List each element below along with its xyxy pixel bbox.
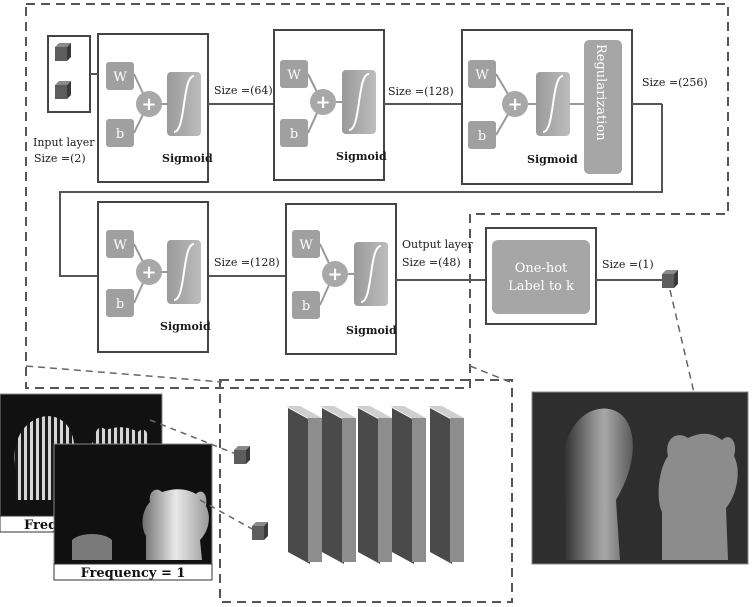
plus-symbol: + xyxy=(315,92,330,113)
onehot-box xyxy=(492,240,590,314)
sum-node-2 xyxy=(310,89,336,115)
loop-connector xyxy=(59,104,663,277)
plus-symbol: + xyxy=(141,262,156,283)
plus-symbol: + xyxy=(327,264,342,285)
input-layer-size: Size =(2) xyxy=(34,152,86,165)
frequency-1-label: Frequency = 1 xyxy=(81,566,186,581)
bias-box-4 xyxy=(106,289,134,317)
kitty-silhouette-gray xyxy=(142,489,209,560)
sigmoid-curve-icon xyxy=(173,75,195,133)
output-cube xyxy=(662,270,678,288)
weight-label: W xyxy=(113,70,127,85)
size-label-48: Size =(48) xyxy=(402,256,461,269)
zoom-line-left xyxy=(25,365,223,383)
sigmoid-label: Sigmoid xyxy=(162,152,213,165)
bias-box-3 xyxy=(468,121,496,149)
input-cube-1 xyxy=(55,43,71,61)
weight-box-5 xyxy=(292,230,320,258)
size-label-1: Size =(1) xyxy=(602,258,654,271)
weight-label: W xyxy=(113,238,127,253)
network-dashed-outline xyxy=(25,3,729,389)
sigmoid-curve-icon xyxy=(348,73,370,131)
onehot-line2: Label to k xyxy=(508,279,574,294)
size-label-256: Size =(256) xyxy=(642,76,708,89)
output-link-line xyxy=(669,289,707,445)
image-link-line-1 xyxy=(149,419,237,455)
sigmoid-label: Sigmoid xyxy=(336,150,387,163)
bias-box-5 xyxy=(292,291,320,319)
sigmoid-label: Sigmoid xyxy=(160,320,211,333)
sigmoid-curve-icon xyxy=(360,245,382,303)
plus-symbol: + xyxy=(141,94,156,115)
sum-node-5 xyxy=(322,261,348,287)
regularization-box xyxy=(584,40,622,174)
plus-symbol: + xyxy=(507,94,522,115)
bias-box-1 xyxy=(106,119,134,147)
frequency-1-caption-box xyxy=(53,563,213,581)
sigmoid-curve-icon xyxy=(173,243,195,301)
size-label-64: Size =(64) xyxy=(214,84,273,97)
regularization-label: Regularization xyxy=(593,44,608,141)
pixel-cube-1 xyxy=(234,446,250,464)
input-cube-2 xyxy=(55,81,71,99)
sum-node-3 xyxy=(502,91,528,117)
statue-base-gray xyxy=(72,534,112,560)
size-label-128: Size =(128) xyxy=(388,85,454,98)
bias-label: b xyxy=(302,299,310,314)
bias-label: b xyxy=(116,127,124,142)
kitty-depth-silhouette xyxy=(658,433,738,560)
weight-label: W xyxy=(475,68,489,83)
weight-box-2 xyxy=(280,60,308,88)
weight-box-4 xyxy=(106,230,134,258)
weight-label: W xyxy=(287,68,301,83)
feature-slab-stack xyxy=(286,406,464,564)
sigmoid-label: Sigmoid xyxy=(346,324,397,337)
sum-node-4 xyxy=(136,259,162,285)
sigmoid-curve-icon xyxy=(542,75,564,133)
weight-label: W xyxy=(299,238,313,253)
input-layer-title: Input layer xyxy=(33,136,95,149)
weight-box-1 xyxy=(106,62,134,90)
weight-box-3 xyxy=(468,60,496,88)
bias-label: b xyxy=(116,297,124,312)
feature-dashed-box xyxy=(219,379,513,603)
output-layer-label: Output layer xyxy=(402,238,473,251)
bias-box-2 xyxy=(280,119,308,147)
sigmoid-label: Sigmoid xyxy=(527,153,578,166)
bias-label: b xyxy=(478,129,486,144)
pixel-cube-2 xyxy=(252,522,268,540)
bias-label: b xyxy=(290,127,298,142)
size-label-128b: Size =(128) xyxy=(214,256,280,269)
statue-depth-silhouette xyxy=(562,408,633,560)
onehot-line1: One-hot xyxy=(515,261,568,276)
sum-node-1 xyxy=(136,91,162,117)
